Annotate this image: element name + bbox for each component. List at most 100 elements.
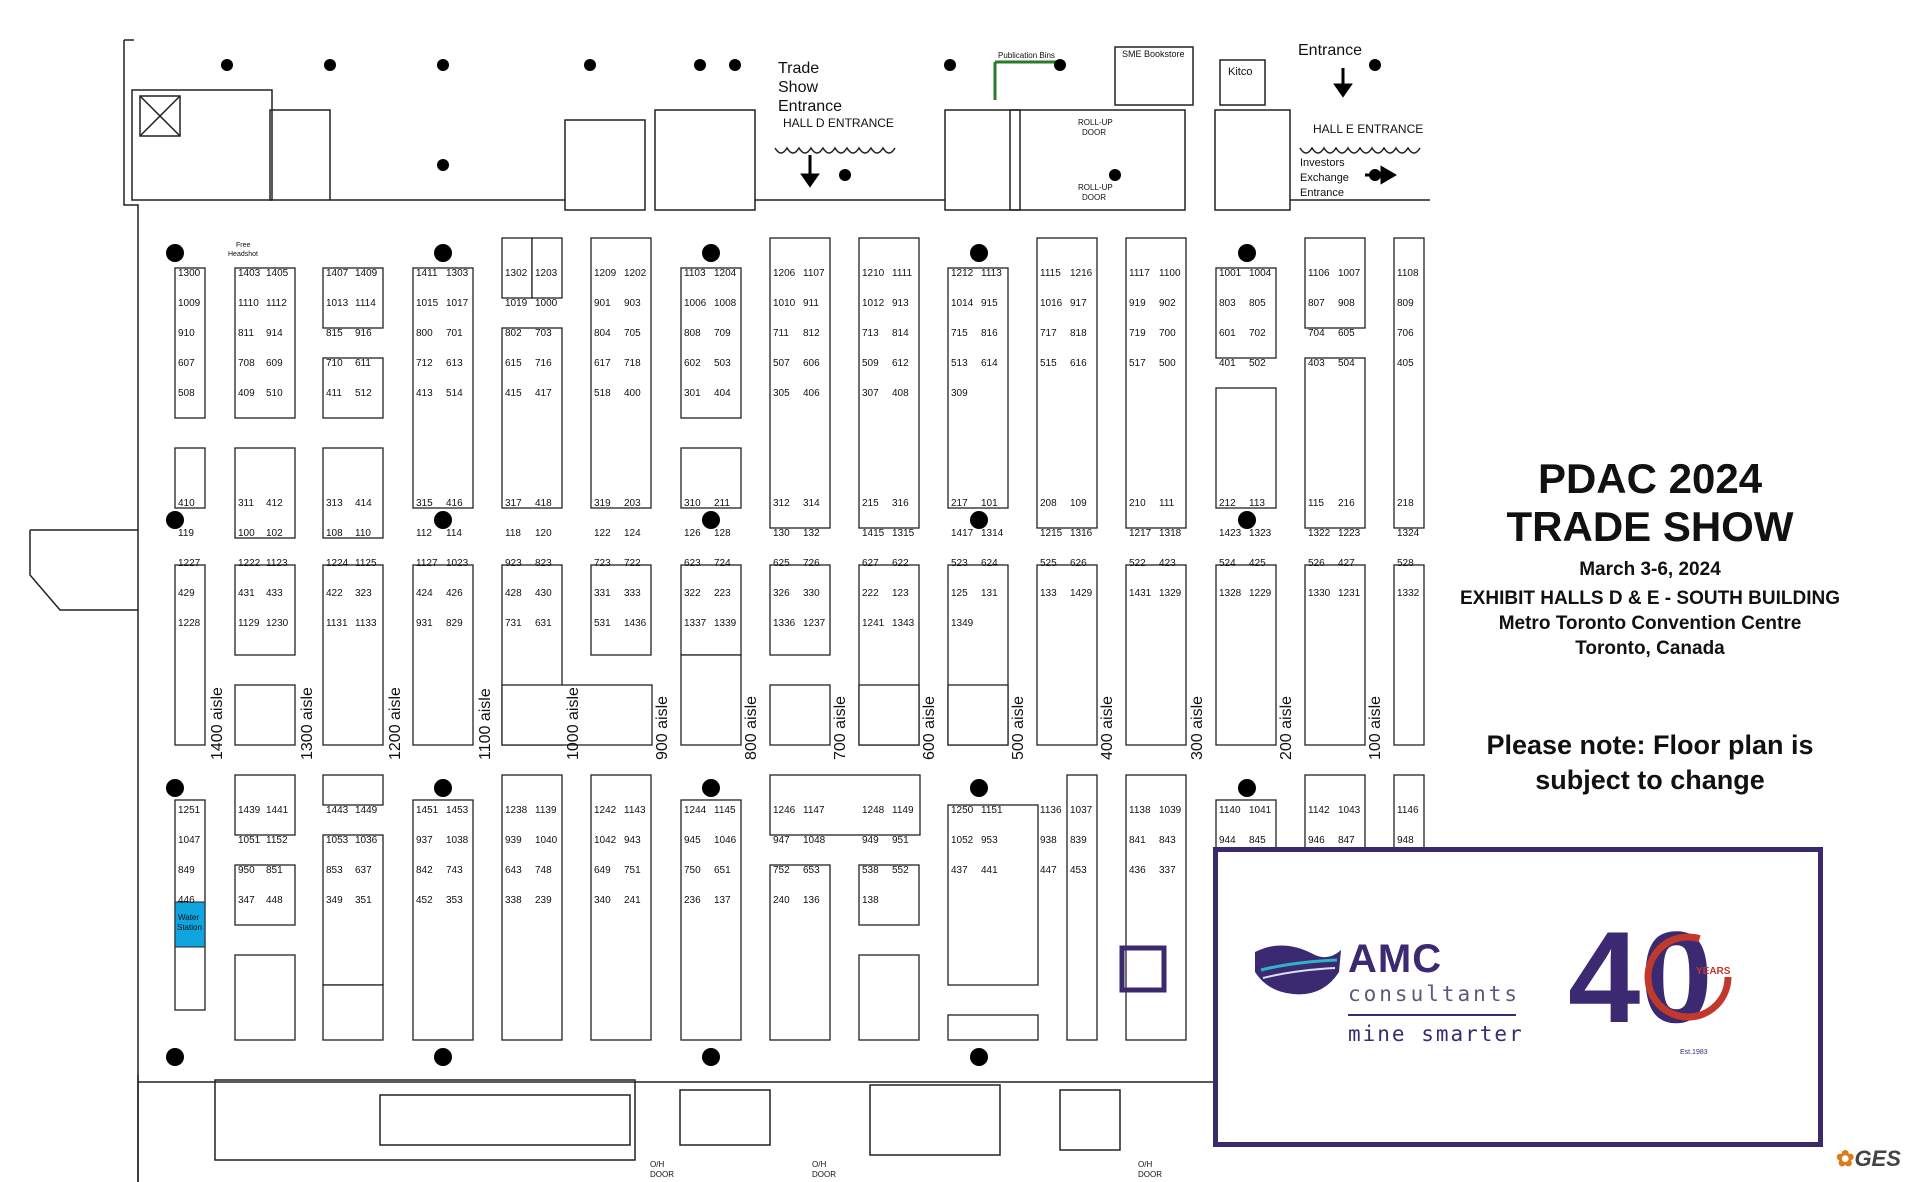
booth-number[interactable]: 1127 [416, 558, 438, 569]
booth-number[interactable]: 842 [416, 865, 433, 876]
booth-number[interactable]: 1441 [266, 805, 289, 816]
booth-number[interactable]: 611 [355, 358, 371, 369]
booth-number[interactable]: 706 [1397, 328, 1414, 339]
booth-number[interactable]: 524 [1219, 558, 1236, 569]
booth-number[interactable]: 845 [1249, 835, 1266, 846]
booth-number[interactable]: 1436 [624, 618, 647, 629]
booth-number[interactable]: 337 [1159, 865, 1176, 876]
booth-number[interactable]: 1431 [1129, 588, 1152, 599]
booth-number[interactable]: 448 [266, 895, 283, 906]
booth-number[interactable]: 307 [862, 388, 879, 399]
booth-number[interactable]: 653 [803, 865, 820, 876]
booth-number[interactable]: 1231 [1338, 588, 1361, 599]
booth-number[interactable]: 1114 [355, 298, 376, 309]
booth-number[interactable]: 1223 [1338, 528, 1361, 539]
booth-number[interactable]: 1241 [862, 618, 885, 629]
booth-number[interactable]: 1113 [981, 268, 1002, 279]
booth-number[interactable]: 403 [1308, 358, 1325, 369]
booth-number[interactable]: 109 [1070, 498, 1087, 509]
booth-number[interactable]: 811 [238, 328, 254, 339]
booth-number[interactable]: 1315 [892, 528, 915, 539]
booth-number[interactable]: 422 [326, 588, 343, 599]
booth-number[interactable]: 133 [1040, 588, 1057, 599]
booth-number[interactable]: 1237 [803, 618, 826, 629]
booth-number[interactable]: 853 [326, 865, 343, 876]
booth-number[interactable]: 128 [714, 528, 731, 539]
booth-number[interactable]: 331 [594, 588, 611, 599]
booth-number[interactable]: 949 [862, 835, 879, 846]
booth-number[interactable]: 409 [238, 388, 255, 399]
booth-number[interactable]: 1328 [1219, 588, 1242, 599]
booth-number[interactable]: 715 [951, 328, 968, 339]
booth-number[interactable]: 612 [892, 358, 909, 369]
booth-number[interactable]: 1314 [981, 528, 1004, 539]
booth-number[interactable]: 1329 [1159, 588, 1182, 599]
booth-number[interactable]: 617 [594, 358, 611, 369]
booth-number[interactable]: 710 [326, 358, 343, 369]
booth-number[interactable]: 1246 [773, 805, 796, 816]
booth-number[interactable]: 702 [1249, 328, 1266, 339]
booth-number[interactable]: 1145 [714, 805, 736, 816]
booth-number[interactable]: 1143 [624, 805, 646, 816]
booth-number[interactable]: 507 [773, 358, 790, 369]
booth-number[interactable]: 1038 [446, 835, 469, 846]
booth-number[interactable]: 945 [684, 835, 701, 846]
booth-number[interactable]: 326 [773, 588, 790, 599]
booth-number[interactable]: 1212 [951, 268, 974, 279]
booth-number[interactable]: 1046 [714, 835, 737, 846]
booth-number[interactable]: 1248 [862, 805, 885, 816]
booth-number[interactable]: 1017 [446, 298, 469, 309]
booth-number[interactable]: 613 [446, 358, 463, 369]
booth-number[interactable]: 750 [684, 865, 701, 876]
booth-number[interactable]: 338 [505, 895, 522, 906]
booth-number[interactable]: 431 [238, 588, 255, 599]
booth-number[interactable]: 1117 [1129, 268, 1150, 279]
booth-number[interactable]: 1016 [1040, 298, 1063, 309]
booth-number[interactable]: 1409 [355, 268, 378, 279]
booth-number[interactable]: 417 [535, 388, 552, 399]
booth-number[interactable]: 1318 [1159, 528, 1182, 539]
booth-number[interactable]: 1451 [416, 805, 439, 816]
booth-number[interactable]: 1403 [238, 268, 261, 279]
booth-number[interactable]: 1000 [535, 298, 558, 309]
booth-number[interactable]: 1023 [446, 558, 469, 569]
booth-number[interactable]: 1343 [892, 618, 915, 629]
booth-number[interactable]: 709 [714, 328, 731, 339]
booth-number[interactable]: 939 [505, 835, 522, 846]
booth-number[interactable]: 239 [535, 895, 552, 906]
booth-number[interactable]: 130 [773, 528, 790, 539]
booth-number[interactable]: 430 [535, 588, 552, 599]
booth-number[interactable]: 123 [892, 588, 909, 599]
booth-number[interactable]: 316 [892, 498, 909, 509]
booth-number[interactable]: 624 [981, 558, 998, 569]
booth-number[interactable]: 803 [1219, 298, 1236, 309]
booth-number[interactable]: 651 [714, 865, 731, 876]
booth-number[interactable]: 447 [1040, 865, 1057, 876]
booth-number[interactable]: 512 [355, 388, 372, 399]
booth-number[interactable]: 319 [594, 498, 611, 509]
booth-number[interactable]: 1215 [1040, 528, 1063, 539]
booth-number[interactable]: 809 [1397, 298, 1414, 309]
booth-number[interactable]: 404 [714, 388, 731, 399]
booth-number[interactable]: 211 [714, 498, 730, 509]
booth-number[interactable]: 1316 [1070, 528, 1093, 539]
booth-number[interactable]: 504 [1338, 358, 1355, 369]
booth-number[interactable]: 436 [1129, 865, 1146, 876]
booth-number[interactable]: 748 [535, 865, 552, 876]
booth-number[interactable]: 526 [1308, 558, 1325, 569]
booth-number[interactable]: 649 [594, 865, 611, 876]
booth-number[interactable]: 513 [951, 358, 968, 369]
booth-number[interactable]: 408 [892, 388, 909, 399]
booth-number[interactable]: 823 [535, 558, 552, 569]
booth-number[interactable]: 1108 [1397, 268, 1419, 279]
booth-number[interactable]: 1052 [951, 835, 974, 846]
booth-number[interactable]: 1244 [684, 805, 707, 816]
booth-number[interactable]: 829 [446, 618, 463, 629]
booth-number[interactable]: 818 [1070, 328, 1087, 339]
booth-number[interactable]: 113 [1249, 498, 1265, 509]
booth-number[interactable]: 1415 [862, 528, 885, 539]
booth-number[interactable]: 426 [446, 588, 463, 599]
booth-number[interactable]: 1103 [684, 268, 706, 279]
booth-number[interactable]: 1136 [1040, 805, 1062, 816]
booth-number[interactable]: 1129 [238, 618, 260, 629]
